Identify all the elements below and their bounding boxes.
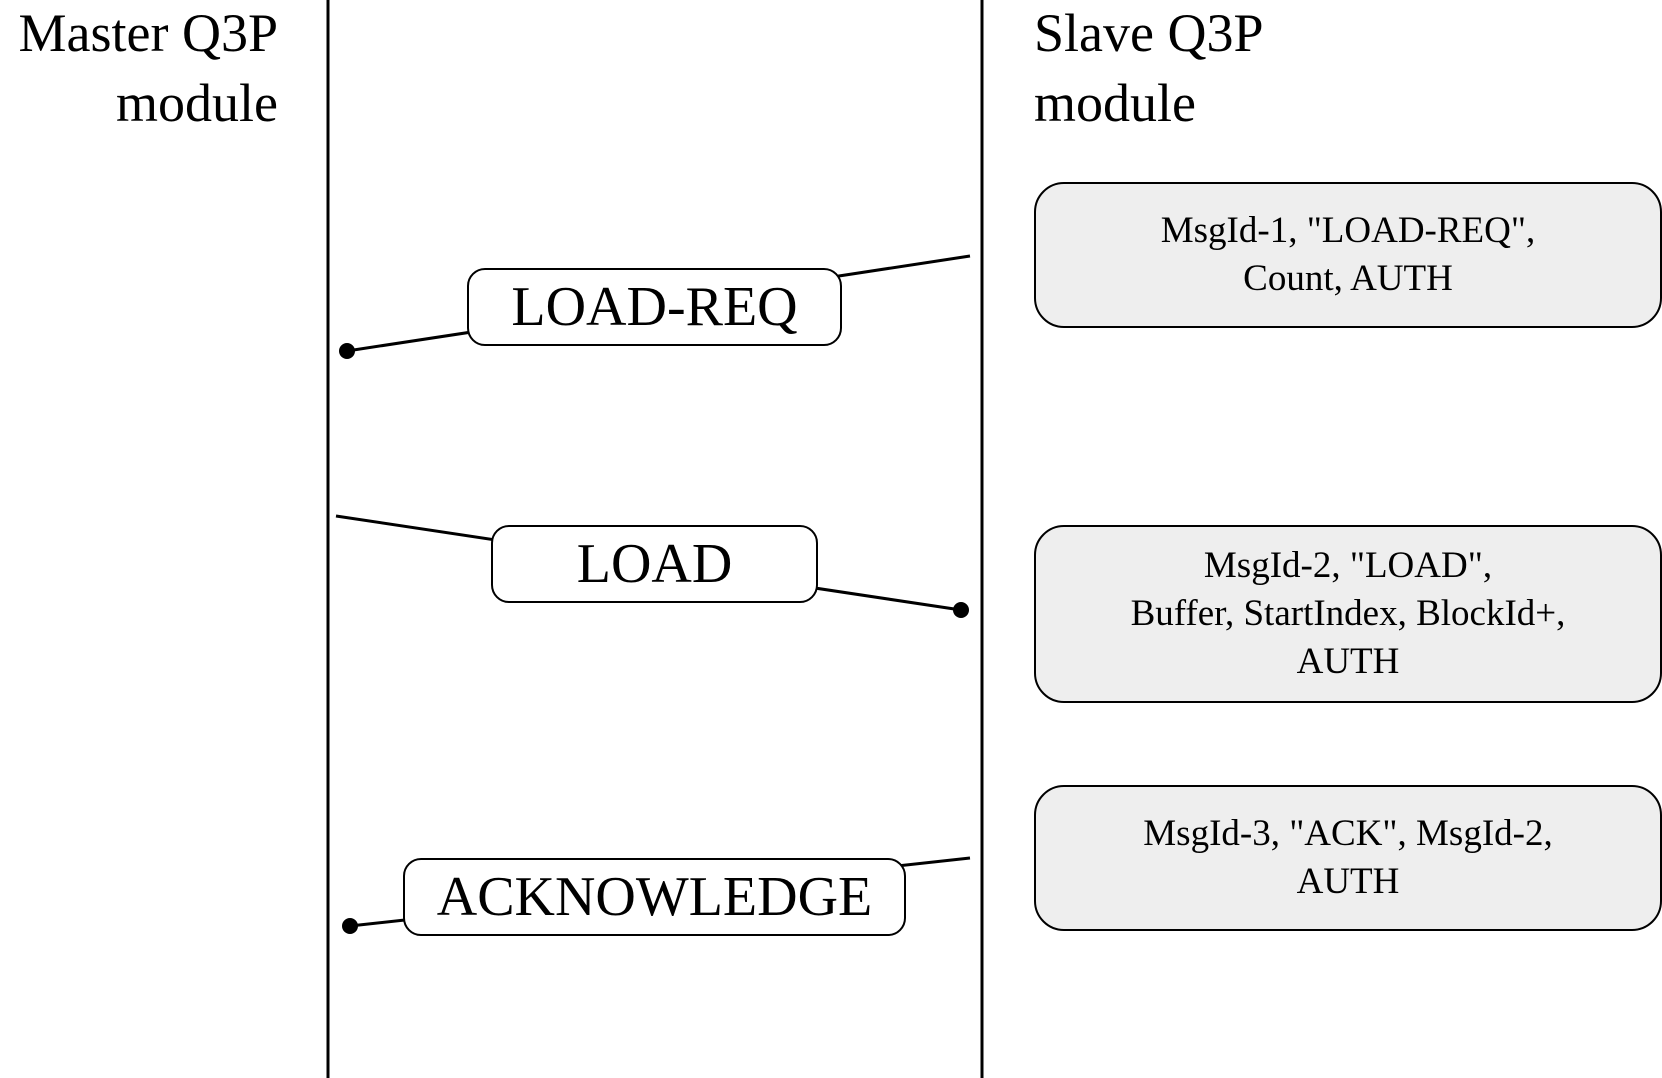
- load-message-end-dot: [953, 602, 969, 618]
- load-message-label: LOAD: [491, 525, 818, 603]
- note-line: MsgId-1, "LOAD-REQ",: [1160, 210, 1536, 251]
- master-title-line-1: Master Q3P: [18, 3, 278, 63]
- load-req-message-note: MsgId-1, "LOAD-REQ", Count, AUTH: [1034, 182, 1662, 328]
- slave-title-line-1: Slave Q3P: [1034, 3, 1264, 63]
- note-line: Buffer, StartIndex, BlockId+,: [1130, 593, 1566, 634]
- master-title-line-2: module: [116, 73, 278, 133]
- load-message-note: MsgId-2, "LOAD", Buffer, StartIndex, Blo…: [1034, 525, 1662, 703]
- load-req-message-label: LOAD-REQ: [467, 268, 842, 346]
- note-line: AUTH: [1296, 641, 1400, 682]
- master-module-title: Master Q3P module: [19, 0, 278, 138]
- slave-title-line-2: module: [1034, 73, 1196, 133]
- note-line: MsgId-3, "ACK", MsgId-2,: [1143, 813, 1553, 854]
- acknowledge-message-label: ACKNOWLEDGE: [403, 858, 906, 936]
- acknowledge-message-end-dot: [342, 918, 358, 934]
- note-line: MsgId-2, "LOAD",: [1203, 545, 1493, 586]
- load-req-message-end-dot: [339, 343, 355, 359]
- slave-module-title: Slave Q3P module: [1034, 0, 1264, 138]
- note-line: AUTH: [1296, 861, 1400, 902]
- acknowledge-message-note: MsgId-3, "ACK", MsgId-2, AUTH: [1034, 785, 1662, 931]
- note-line: Count, AUTH: [1243, 258, 1453, 299]
